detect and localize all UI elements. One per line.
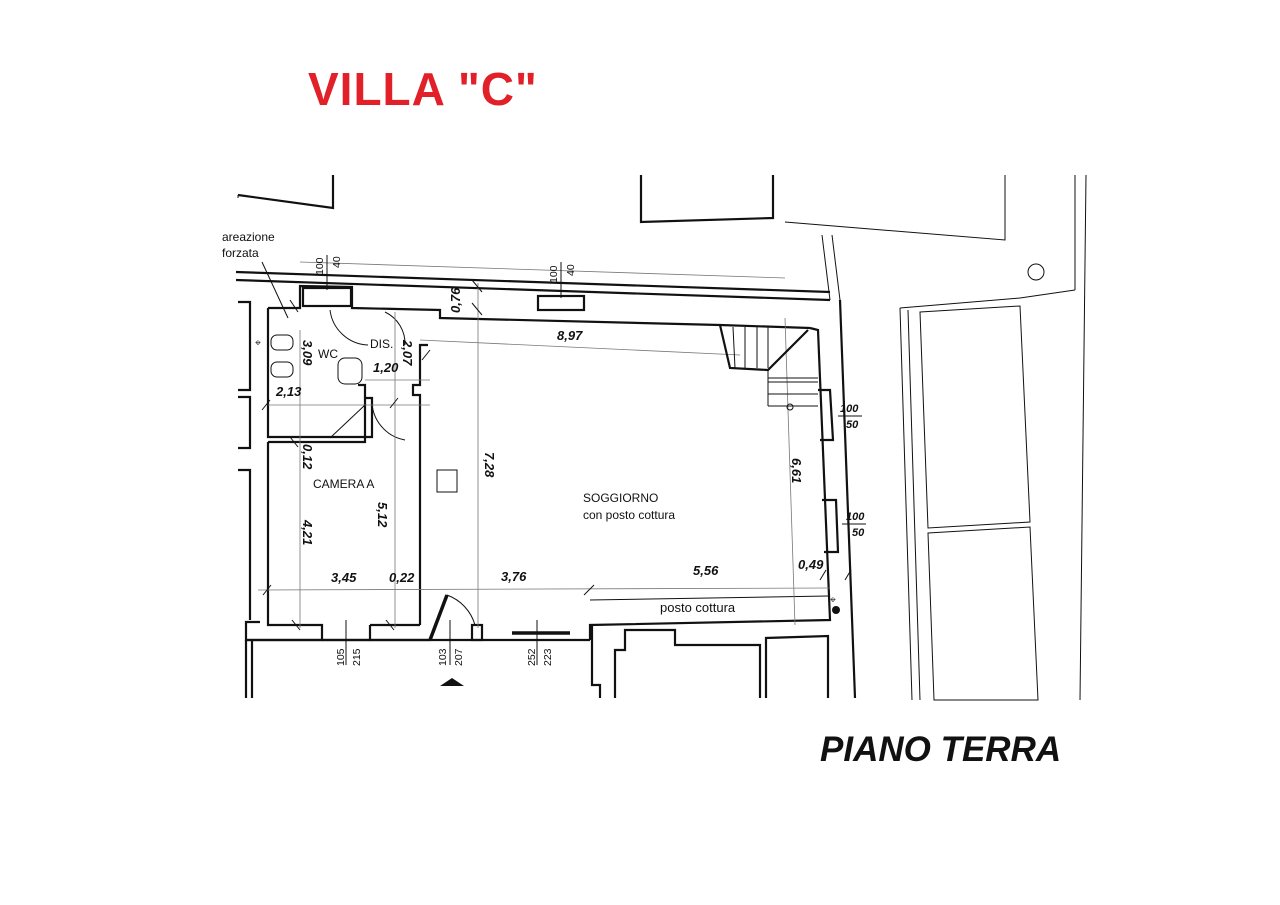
toilet-icon bbox=[270, 361, 294, 378]
pillar bbox=[436, 469, 458, 493]
room-label-soggiorno: SOGGIORNO bbox=[583, 491, 658, 505]
room-label-posto-cottura: posto cottura bbox=[660, 600, 736, 615]
dim-dis-height: 2,07 bbox=[400, 339, 415, 366]
dim-soggiorno-height: 7,28 bbox=[482, 452, 497, 478]
room-label-dis: DIS. bbox=[370, 337, 393, 351]
opening-top-left-w: 100 bbox=[314, 257, 326, 275]
meter-icon bbox=[832, 606, 840, 614]
sink-icon bbox=[337, 357, 363, 385]
entrance-arrow-icon bbox=[440, 678, 464, 686]
opening-bottom-3-h: 223 bbox=[542, 648, 554, 666]
opening-right-2-w: 100 bbox=[846, 511, 865, 523]
opening-bottom-1-h: 215 bbox=[351, 648, 363, 666]
staircase bbox=[718, 324, 818, 411]
dim-camera-width: 3,45 bbox=[331, 570, 357, 585]
dim-camera-height-2: 5,12 bbox=[375, 502, 390, 528]
note-areazione: areazione bbox=[222, 230, 275, 244]
dim-049: 0,49 bbox=[798, 557, 824, 572]
opening-door-w: 103 bbox=[437, 648, 449, 666]
room-label-soggiorno-sub: con posto cottura bbox=[583, 508, 675, 522]
bidet-icon bbox=[270, 334, 294, 351]
opening-labels: 100 40 100 40 100 50 100 50 105 215 103 … bbox=[314, 255, 866, 666]
dimension-ticks bbox=[261, 279, 852, 631]
bathroom-fixtures: ⌖ ⌖ bbox=[255, 334, 840, 614]
surrounding-lines bbox=[237, 174, 1087, 701]
dim-wall-mid: 0,12 bbox=[300, 444, 315, 470]
opening-door-h: 207 bbox=[453, 648, 465, 666]
circle-marker bbox=[1027, 263, 1045, 281]
dim-wall-022: 0,22 bbox=[389, 570, 415, 585]
room-label-camera: CAMERA A bbox=[313, 477, 374, 491]
dim-556: 5,56 bbox=[693, 563, 719, 578]
valve-icon: ⌖ bbox=[830, 594, 836, 606]
note-forzata: forzata bbox=[222, 246, 259, 260]
page-title: VILLA "C" bbox=[308, 63, 538, 115]
room-label-wc: WC bbox=[318, 347, 338, 361]
opening-right-2-h: 50 bbox=[852, 527, 865, 539]
floor-label: PIANO TERRA bbox=[820, 730, 1062, 769]
dim-camera-height: 4,21 bbox=[300, 519, 315, 545]
building-walls bbox=[235, 270, 840, 642]
opening-right-1-w: 100 bbox=[840, 403, 859, 415]
opening-bottom-1-w: 105 bbox=[335, 648, 347, 666]
opening-top-left-h: 40 bbox=[331, 256, 343, 268]
dim-wc-height: 3,09 bbox=[300, 340, 315, 366]
dim-dis-width: 1,20 bbox=[373, 360, 399, 375]
valve-icon: ⌖ bbox=[255, 337, 261, 349]
dim-wall-top: 0,76 bbox=[448, 287, 463, 313]
opening-top-mid-w: 100 bbox=[548, 265, 560, 283]
opening-bottom-3-w: 252 bbox=[526, 648, 538, 666]
opening-top-mid-h: 40 bbox=[565, 264, 577, 276]
dim-wc-width: 2,13 bbox=[275, 384, 302, 399]
opening-right-1-h: 50 bbox=[846, 419, 859, 431]
dim-376: 3,76 bbox=[501, 569, 527, 584]
dim-stair-height: 6,61 bbox=[789, 458, 804, 483]
dim-soggiorno-top: 8,97 bbox=[557, 328, 583, 343]
